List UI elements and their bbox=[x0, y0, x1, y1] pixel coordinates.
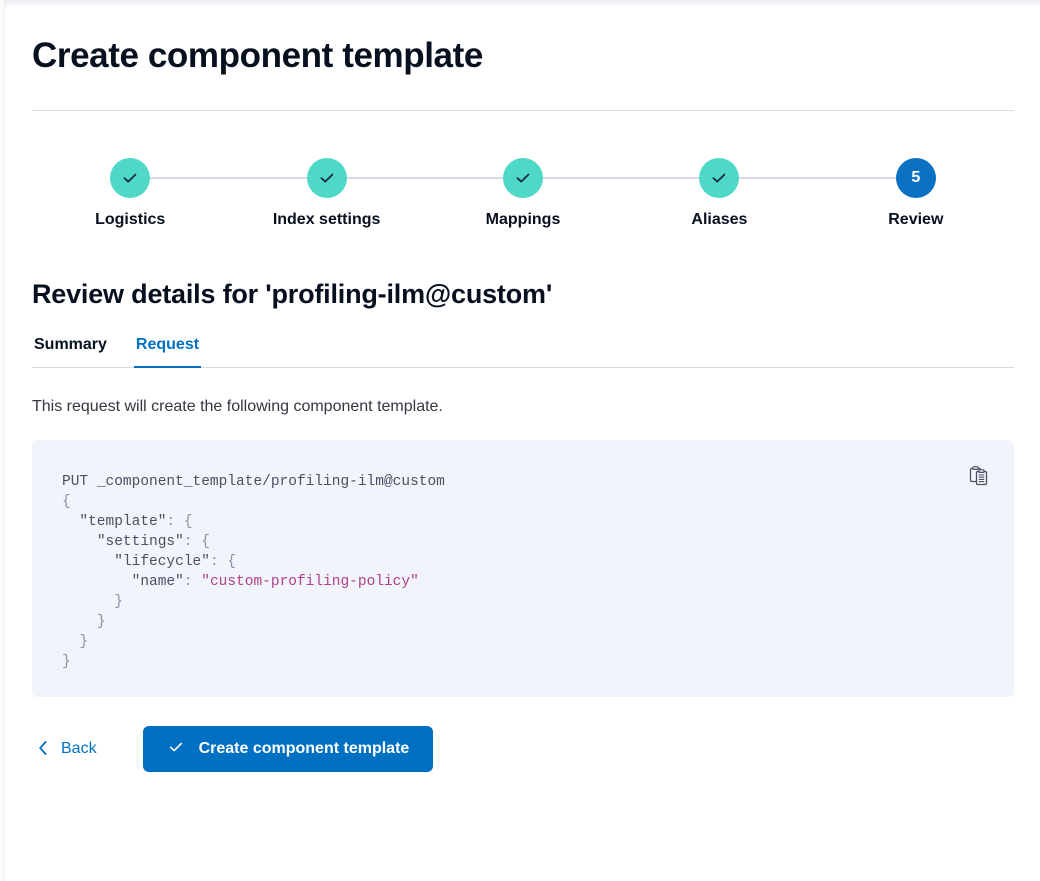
request-code-block: PUT _component_template/profiling-ilm@cu… bbox=[32, 440, 1014, 697]
step-label: Aliases bbox=[691, 211, 748, 228]
step-status-circle bbox=[699, 158, 740, 198]
step-number: 5 bbox=[911, 169, 921, 186]
review-heading: Review details for 'profiling-ilm@custom… bbox=[32, 279, 553, 309]
code-brace-template-open: { bbox=[183, 514, 193, 530]
header-divider bbox=[32, 110, 1014, 111]
request-code: PUT _component_template/profiling-ilm@cu… bbox=[32, 440, 1014, 672]
review-tabs: Summary Request bbox=[32, 336, 1014, 368]
copy-clipboard-icon bbox=[968, 465, 990, 490]
step-connector bbox=[326, 177, 524, 179]
code-key-settings: "settings" bbox=[96, 534, 184, 550]
copy-to-clipboard-button[interactable] bbox=[966, 464, 992, 490]
create-button-label: Create component template bbox=[198, 740, 410, 757]
code-key-name: "name" bbox=[131, 574, 184, 590]
tab-summary[interactable]: Summary bbox=[32, 336, 109, 368]
code-key-lifecycle: "lifecycle" bbox=[114, 554, 210, 570]
code-colon: : bbox=[183, 534, 202, 550]
code-brace-close-4: } bbox=[62, 654, 71, 670]
code-brace-close-2: } bbox=[96, 614, 106, 630]
step-connector bbox=[523, 177, 720, 179]
code-colon: : bbox=[166, 514, 184, 530]
request-description: This request will create the following c… bbox=[32, 398, 443, 415]
step-connector bbox=[130, 177, 327, 179]
step-status-circle bbox=[503, 158, 544, 198]
step-index-settings[interactable]: Index settings bbox=[228, 158, 524, 229]
tab-request[interactable]: Request bbox=[133, 336, 202, 368]
code-brace-close-3: } bbox=[79, 634, 89, 650]
step-indicator: Logistics Index settings bbox=[32, 158, 1014, 229]
code-value-name: "custom-profiling-policy" bbox=[201, 574, 419, 590]
step-label: Logistics bbox=[95, 211, 166, 228]
step-status-circle bbox=[306, 158, 347, 198]
code-brace-lifecycle-open: { bbox=[227, 554, 237, 570]
code-colon: : bbox=[183, 574, 202, 590]
step-review[interactable]: 5 Review bbox=[818, 158, 1014, 229]
check-icon bbox=[167, 738, 185, 761]
code-colon: : bbox=[209, 554, 228, 570]
code-brace-settings-open: { bbox=[201, 534, 210, 550]
page-container: Create component template Logistics bbox=[32, 0, 1014, 881]
step-status-circle bbox=[110, 158, 151, 198]
check-icon bbox=[513, 168, 533, 188]
back-button-label: Back bbox=[61, 740, 97, 757]
create-component-template-button[interactable]: Create component template bbox=[142, 726, 434, 772]
code-brace-root-open: { bbox=[62, 494, 71, 510]
code-request-path: _component_template/profiling-ilm@custom bbox=[96, 474, 445, 490]
back-button[interactable]: Back bbox=[32, 733, 101, 766]
step-label: Review bbox=[888, 211, 944, 228]
code-brace-close-1: } bbox=[114, 594, 123, 610]
left-rail bbox=[0, 0, 5, 881]
page-title: Create component template bbox=[32, 36, 483, 75]
step-connector bbox=[719, 177, 916, 179]
code-key-template: "template" bbox=[79, 514, 167, 530]
code-http-method: PUT bbox=[62, 474, 89, 490]
step-logistics[interactable]: Logistics bbox=[32, 158, 327, 229]
check-icon bbox=[120, 168, 140, 188]
step-label: Index settings bbox=[272, 211, 381, 228]
step-label: Mappings bbox=[485, 211, 561, 228]
check-icon bbox=[317, 168, 337, 188]
step-aliases[interactable]: Aliases bbox=[621, 158, 916, 229]
step-status-circle: 5 bbox=[895, 158, 936, 198]
chevron-left-icon bbox=[36, 739, 50, 760]
check-icon bbox=[709, 168, 729, 188]
wizard-footer: Back Create component template bbox=[32, 726, 1014, 772]
step-mappings[interactable]: Mappings bbox=[425, 158, 720, 229]
